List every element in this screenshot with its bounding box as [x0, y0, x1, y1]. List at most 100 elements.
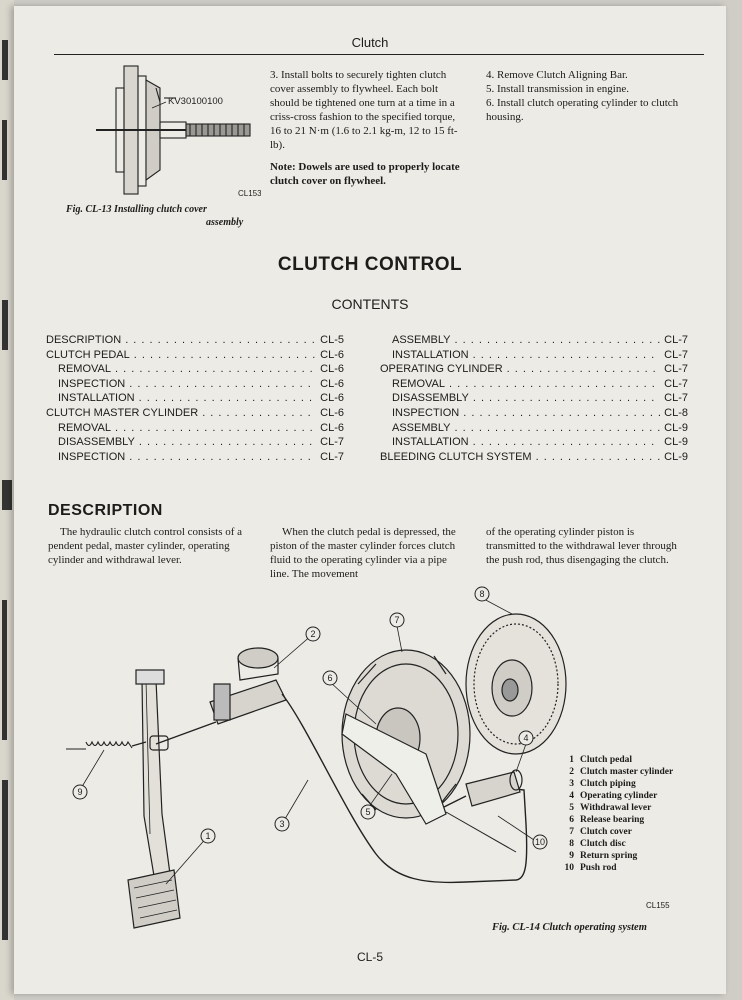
toc-entry-label: CLUTCH MASTER CYLINDER	[46, 406, 199, 419]
legend-label: Return spring	[580, 851, 638, 861]
legend-number: 4	[569, 791, 574, 801]
legend-number: 1	[569, 755, 574, 765]
toc-entry: ASSEMBLY CL-9	[380, 421, 688, 436]
legend-label: Push rod	[580, 863, 617, 873]
description-heading: DESCRIPTION	[48, 502, 163, 519]
section-title: CLUTCH CONTROL	[277, 254, 463, 275]
contents-heading: CONTENTS	[331, 296, 409, 312]
toc-leader-dots	[139, 391, 317, 406]
install-step-4: 4. Remove Clutch Aligning Bar.	[486, 69, 628, 81]
callout-number: 7	[394, 615, 399, 625]
toc-leader-dots	[129, 377, 316, 392]
legend-number: 7	[569, 827, 574, 837]
toc-entry-page: CL-7	[664, 392, 688, 405]
callout-1: 1	[200, 828, 216, 844]
toc-entry: ASSEMBLYCL-7	[380, 333, 688, 348]
toc-leader-dots	[536, 450, 661, 465]
toc-entry-page: CL-8	[664, 406, 688, 419]
legend-item: 7 Clutch cover	[560, 826, 673, 838]
toc-entry-page: CL-5	[320, 334, 344, 346]
figure-caption: Fig. CL-14 Clutch operating system	[492, 922, 647, 933]
figure-ref-code: CL155	[646, 901, 670, 910]
callout-5: 5	[360, 804, 376, 820]
toc-entry-page: CL-7	[664, 348, 688, 361]
description-col3: of the operating cylinder piston is tran…	[486, 526, 677, 566]
toc-entry-label: INSTALLATION	[58, 392, 135, 405]
tool-code-label: KV30100100	[168, 96, 223, 107]
toc-entry-label: REMOVAL	[58, 363, 111, 376]
toc-entry-page: CL-7	[664, 363, 688, 376]
toc-leader-dots	[455, 421, 661, 436]
toc-entry-label: DISASSEMBLY	[58, 436, 135, 449]
callout-number: 5	[365, 807, 370, 817]
clutch-pedal-drawing	[127, 669, 181, 929]
toc-entry-page: CL-9	[664, 436, 688, 449]
bleed-mark	[2, 600, 7, 740]
toc-entry-page: CL-7	[320, 450, 344, 463]
legend-number: 5	[569, 803, 574, 813]
toc-leader-dots	[129, 450, 316, 465]
legend-label: Withdrawal lever	[580, 803, 652, 813]
install-step-6: 6. Install clutch operating cylinder to …	[486, 97, 679, 123]
toc-leader-dots	[507, 362, 661, 377]
bleed-mark	[2, 40, 8, 80]
description-col1: The hydraulic clutch control consists of…	[48, 526, 243, 566]
bleed-mark	[2, 300, 8, 350]
install-step-3: 3. Install bolts to securely tighten clu…	[270, 69, 458, 151]
toc-entry: DISASSEMBLYCL-7	[380, 391, 688, 406]
toc-entry-label: BLEEDING CLUTCH SYSTEM	[380, 450, 532, 463]
callout-number: 3	[279, 819, 284, 829]
toc-entry-label: INSPECTION	[58, 450, 126, 463]
toc-entry-label: INSPECTION	[58, 377, 126, 390]
toc-leader-dots	[125, 333, 316, 348]
legend-label: Operating cylinder	[580, 791, 658, 801]
figure-cl13: KV30100100 CL153 Fig. CL-13 Installing c…	[56, 58, 262, 230]
callout-number: 9	[77, 787, 82, 797]
toc-entry-page: CL-6	[320, 363, 344, 376]
callout-7: 7	[389, 612, 405, 628]
legend-number: 2	[569, 767, 574, 777]
toc-leader-dots	[139, 435, 316, 450]
master-cylinder-drawing	[209, 647, 287, 725]
toc-leader-dots	[134, 348, 316, 363]
clutch-disc-drawing	[465, 613, 567, 755]
callout-6: 6	[322, 670, 338, 686]
toc-leader-dots	[449, 377, 660, 392]
legend-label: Clutch master cylinder	[580, 767, 674, 777]
legend-label: Clutch piping	[580, 779, 636, 789]
toc-entry: REMOVALCL-7	[380, 377, 688, 392]
callout-number: 1	[205, 831, 210, 841]
toc-leader-dots	[115, 362, 316, 377]
callout-10: 10	[532, 834, 548, 850]
callout-number: 4	[523, 733, 528, 743]
adjacent-page-edge	[0, 0, 14, 1000]
toc-entry-page: CL-9	[664, 421, 688, 434]
legend-item: 1 Clutch pedal	[560, 754, 673, 766]
install-step-5: 5. Install transmission in engine.	[486, 83, 629, 95]
figure-ref-code: CL153	[238, 189, 261, 198]
running-head: Clutch	[351, 35, 389, 50]
toc-leader-dots	[473, 391, 660, 406]
bleed-mark	[2, 780, 8, 940]
toc-entry: REMOVALCL-6	[46, 421, 344, 436]
legend-label: Clutch pedal	[580, 755, 632, 765]
toc-entry-page: CL-6	[320, 348, 344, 361]
toc-entry-label: REMOVAL	[392, 377, 445, 390]
toc-entry: DESCRIPTION CL-5	[46, 333, 344, 348]
install-column-right: 4. Remove Clutch Aligning Bar. 5. Instal…	[486, 68, 686, 124]
toc-entry-label: ASSEMBLY	[392, 421, 451, 434]
callout-4: 4	[518, 730, 534, 746]
page-number: CL-5	[356, 950, 383, 964]
legend-label: Clutch cover	[580, 827, 632, 837]
toc-entry-label: ASSEMBLY	[392, 334, 451, 346]
figure-caption: Fig. CL-13 Installing clutch cover	[66, 204, 207, 215]
toc-entry: REMOVAL CL-6	[46, 362, 344, 377]
toc-entry-label: DESCRIPTION	[46, 334, 122, 346]
toc-entry: CLUTCH PEDALCL-6	[46, 348, 344, 363]
